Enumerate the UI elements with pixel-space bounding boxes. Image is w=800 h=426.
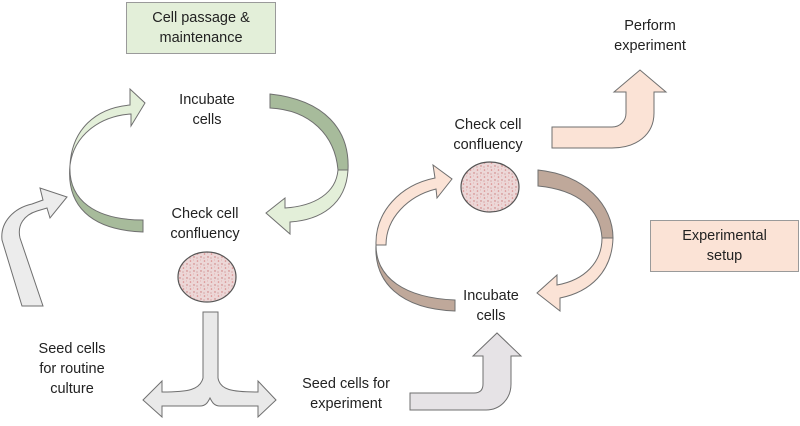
left-check-line-2: confluency (170, 226, 240, 242)
left-cycle-lower-arrow (265, 169, 349, 236)
experimental-setup-line-2: setup (706, 248, 743, 264)
split-arrow (142, 311, 277, 419)
perform-experiment-label: Perform experiment (600, 16, 700, 56)
seed-experiment-arrow (409, 332, 523, 411)
experimental-setup-line-1: Experimental (682, 228, 767, 244)
seed-routine-label: Seed cells for routine culture (22, 339, 122, 399)
right-check-label: Check cell confluency (433, 115, 543, 155)
right-check-line-2: confluency (453, 137, 523, 153)
right-cell-dish (460, 161, 520, 213)
seed-routine-line-2: for routine (39, 361, 105, 377)
right-incubate-label: Incubate cells (446, 286, 536, 326)
right-cycle-lower-ribbon (375, 244, 456, 312)
left-incubate-line-2: cells (192, 112, 222, 128)
left-incubate-label: Incubate cells (162, 90, 252, 130)
right-check-line-1: Check cell (454, 117, 522, 133)
cell-passage-line-1: Cell passage & (152, 10, 250, 26)
right-cycle-right-ribbon (537, 169, 614, 239)
cell-passage-box: Cell passage & maintenance (126, 2, 276, 54)
left-cycle-upper-arrow (69, 87, 146, 166)
right-incubate-line-2: cells (476, 308, 506, 324)
perform-experiment-arrow (551, 69, 668, 149)
cell-passage-line-2: maintenance (159, 30, 243, 46)
right-incubate-line-1: Incubate (463, 288, 519, 304)
left-incubate-line-1: Incubate (179, 92, 235, 108)
experimental-setup-box: Experimental setup (650, 220, 799, 272)
cell-passage-label: Cell passage & maintenance (152, 8, 250, 48)
experimental-setup-label: Experimental setup (682, 226, 767, 266)
seed-routine-line-1: Seed cells (38, 341, 106, 357)
seed-routine-line-3: culture (50, 381, 94, 397)
right-cycle-lower-arrow (536, 237, 614, 313)
seed-routine-arrow (1, 187, 68, 307)
left-cycle-lower-ribbon (69, 164, 144, 233)
right-cycle-upper-arrow (375, 163, 453, 246)
seed-experiment-label: Seed cells for experiment (286, 374, 406, 414)
left-check-line-1: Check cell (171, 206, 239, 222)
perform-line-2: experiment (614, 38, 686, 54)
seed-experiment-line-2: experiment (310, 396, 382, 412)
left-cell-dish (177, 251, 237, 303)
seed-experiment-line-1: Seed cells for (302, 376, 390, 392)
perform-line-1: Perform (624, 18, 676, 34)
left-cycle-right-ribbon (269, 93, 349, 171)
left-check-label: Check cell confluency (150, 204, 260, 244)
